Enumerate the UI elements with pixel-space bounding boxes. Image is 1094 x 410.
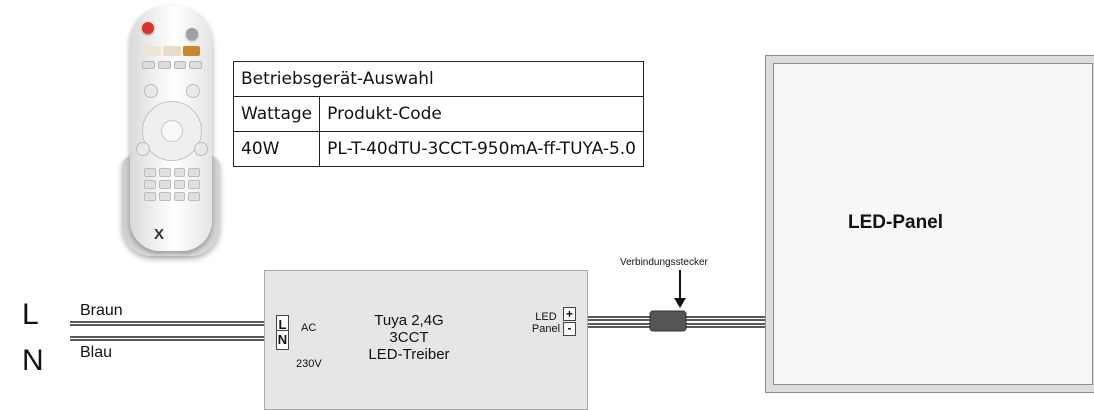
table-title-row: Betriebsgerät-Auswahl [233, 61, 644, 97]
neutral-wire-label: Blau [80, 344, 113, 361]
table-row: 40W PL-T-40dTU-3CCT-950mA-ff-TUYA-5.0 [232, 131, 644, 167]
key [158, 192, 171, 201]
dpad-center-icon [161, 120, 183, 142]
ac-label: AC [301, 322, 317, 334]
led-panel [765, 55, 1094, 393]
key [188, 192, 200, 201]
scene-button [189, 61, 202, 69]
voltage-label: 230V [296, 358, 322, 370]
phase-label: L [22, 298, 39, 331]
terminal-plus: + [563, 307, 576, 321]
key [173, 192, 186, 201]
warm-swatch [182, 46, 200, 56]
mode-button-icon [186, 28, 198, 40]
product-table: Betriebsgerät-Auswahl Wattage Produkt-Co… [232, 61, 644, 167]
phase-wire-label: Braun [80, 302, 123, 319]
connector-label: Verbindungsstecker [620, 257, 708, 268]
key [144, 180, 156, 189]
terminal-n: N [276, 330, 289, 350]
header-product-code: Produkt-Code [319, 96, 644, 132]
zone-keypad [144, 168, 200, 201]
cell-wattage: 40W [232, 131, 321, 167]
output-label: LED Panel [531, 311, 561, 335]
scene-button [173, 61, 187, 69]
round-button-icon [144, 84, 158, 98]
round-button-icon [186, 84, 200, 98]
key [173, 168, 186, 177]
neutral-swatch [144, 46, 162, 56]
scene-button [157, 61, 171, 69]
scene-button [142, 61, 155, 69]
key [158, 168, 171, 177]
led-panel-label: LED-Panel [848, 212, 944, 233]
table-header-row: Wattage Produkt-Code [232, 96, 644, 132]
cell-product-code: PL-T-40dTU-3CCT-950mA-ff-TUYA-5.0 [319, 131, 644, 167]
led-driver [264, 270, 588, 410]
connector-plug [649, 310, 687, 332]
connector-arrow-head [674, 298, 686, 308]
key [173, 180, 186, 189]
key [188, 168, 200, 177]
neutral-label: N [22, 344, 44, 377]
round-button-icon [194, 142, 208, 156]
key [144, 168, 156, 177]
power-button-icon [142, 22, 154, 34]
terminal-minus: - [563, 322, 576, 336]
header-wattage: Wattage [232, 96, 321, 132]
driver-title: Tuya 2,4G 3CCT LED-Treiber [368, 312, 450, 363]
round-button-icon [136, 142, 150, 156]
remote-control: X [122, 6, 220, 256]
remote-logo: X [154, 226, 165, 243]
key [188, 180, 200, 189]
key [144, 192, 156, 201]
key [158, 180, 171, 189]
cool-swatch [163, 46, 181, 56]
color-temperature-strip [144, 46, 200, 56]
table-title: Betriebsgerät-Auswahl [233, 61, 644, 97]
scene-button-row [142, 61, 202, 69]
